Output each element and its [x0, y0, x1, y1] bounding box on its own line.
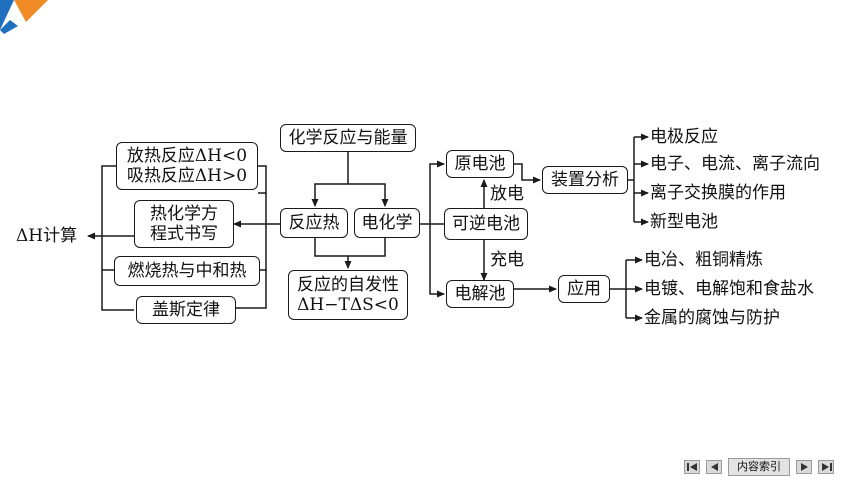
- next-arrow-icon: [801, 463, 808, 471]
- last-bar-icon: [830, 463, 832, 471]
- device-item-new-battery: 新型电池: [650, 212, 718, 232]
- exo-endo-node: 放热反应ΔH<0 吸热反应ΔH>0: [116, 142, 258, 190]
- electro-node: 电化学: [354, 208, 420, 238]
- reversible-battery-node: 可逆电池: [444, 208, 528, 240]
- corner-decoration: [0, 0, 48, 34]
- charge-label: 充电: [490, 250, 524, 270]
- corner-blue-shape: [0, 0, 14, 30]
- exo-label: 放热反应ΔH<0: [126, 146, 248, 166]
- endo-label: 吸热反应ΔH>0: [126, 166, 248, 186]
- first-slide-button[interactable]: [684, 460, 700, 474]
- combustion-neutralization-node: 燃烧热与中和热: [114, 256, 260, 286]
- galvanic-cell-node: 原电池: [446, 150, 514, 178]
- next-slide-button[interactable]: [796, 460, 812, 474]
- thermo-line1: 热化学方: [150, 204, 218, 224]
- dh-calc-label: ΔH计算: [16, 226, 78, 246]
- corner-blue-shape-2: [0, 20, 18, 34]
- electrolytic-cell-node: 电解池: [446, 280, 514, 308]
- contents-index-button[interactable]: 内容索引: [728, 458, 790, 476]
- device-item-flow-direction: 电子、电流、离子流向: [650, 154, 820, 174]
- first-arrow-icon: [690, 463, 697, 471]
- spontaneity-line1: 反应的自发性: [297, 275, 399, 295]
- application-item-smelting: 电冶、粗铜精炼: [644, 250, 763, 270]
- last-slide-button[interactable]: [818, 460, 834, 474]
- device-item-ion-exchange-membrane: 离子交换膜的作用: [650, 183, 786, 203]
- application-node: 应用: [558, 275, 610, 303]
- slide-navigation: 内容索引: [684, 458, 840, 476]
- spontaneity-node: 反应的自发性 ΔH−TΔS<0: [288, 270, 408, 320]
- discharge-label: 放电: [490, 184, 524, 204]
- corner-orange-shape: [14, 0, 48, 22]
- thermochemical-equation-node: 热化学方 程式书写: [134, 200, 234, 248]
- root-node: 化学反应与能量: [280, 124, 416, 152]
- previous-slide-button[interactable]: [706, 460, 722, 474]
- previous-arrow-icon: [711, 463, 718, 471]
- application-item-corrosion: 金属的腐蚀与防护: [644, 308, 780, 328]
- application-item-electroplating: 电镀、电解饱和食盐水: [644, 279, 814, 299]
- spontaneity-line2: ΔH−TΔS<0: [297, 295, 399, 315]
- device-item-electrode-reaction: 电极反应: [650, 127, 718, 147]
- thermo-line2: 程式书写: [150, 224, 218, 244]
- hess-law-node: 盖斯定律: [136, 296, 236, 324]
- last-arrow-icon: [822, 463, 829, 471]
- device-analysis-node: 装置分析: [542, 166, 628, 194]
- first-bar-icon: [687, 463, 689, 471]
- heat-node: 反应热: [280, 208, 348, 238]
